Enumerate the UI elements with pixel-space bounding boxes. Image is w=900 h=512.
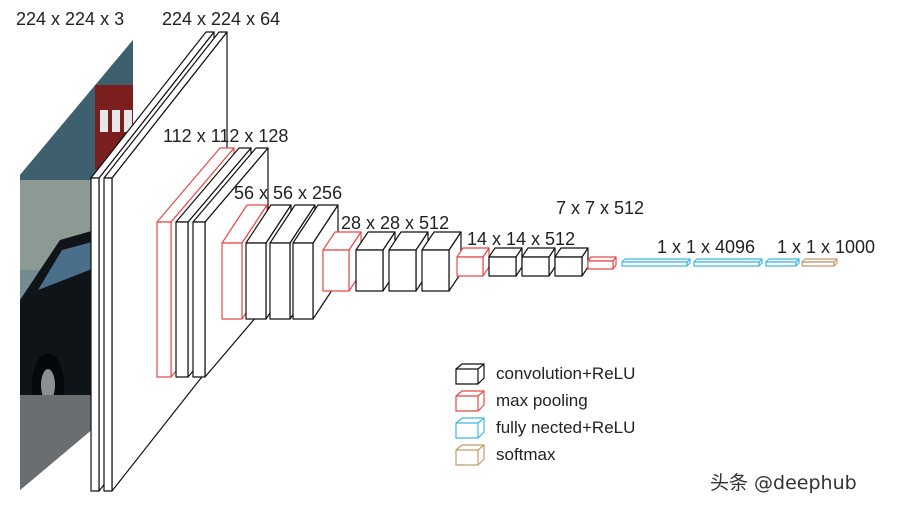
fc-legend-icon bbox=[455, 417, 485, 439]
conv1-size-label: 224 x 224 x 64 bbox=[162, 9, 281, 29]
softmax-size-label: 1 x 1 x 1000 bbox=[777, 237, 876, 257]
fc-size-label: 1 x 1 x 4096 bbox=[657, 237, 756, 257]
legend-softmax-label: softmax bbox=[496, 445, 556, 464]
layer-blocks bbox=[90, 31, 838, 492]
pool-legend-icon bbox=[455, 390, 485, 412]
conv4-size-label: 28 x 28 x 512 bbox=[341, 213, 450, 233]
legend-conv: convolution+ReLU bbox=[455, 362, 635, 386]
conv5-layer-c bbox=[554, 247, 589, 277]
legend-fc-label: fully nected+ReLU bbox=[496, 418, 636, 437]
softmax-layer bbox=[801, 258, 838, 267]
input-size-label: 224 x 224 x 3 bbox=[16, 9, 125, 29]
pool4-layer bbox=[456, 247, 490, 277]
conv5-size-label: 14 x 14 x 512 bbox=[467, 229, 576, 249]
watermark: 头条 @deephub bbox=[710, 472, 857, 494]
softmax-legend-icon bbox=[455, 444, 485, 466]
conv-legend-icon bbox=[455, 363, 485, 385]
pool5-size-label: 7 x 7 x 512 bbox=[556, 198, 645, 218]
conv5-layer-b bbox=[521, 247, 556, 277]
fc8-layer bbox=[765, 258, 800, 267]
legend-pool-label: max pooling bbox=[496, 391, 588, 410]
fc6-layer bbox=[621, 258, 691, 267]
legend-fc: fully nected+ReLU bbox=[455, 416, 635, 440]
conv3-size-label: 56 x 56 x 256 bbox=[234, 183, 343, 203]
fc7-layer bbox=[693, 258, 763, 267]
legend-conv-label: convolution+ReLU bbox=[496, 364, 636, 383]
pool5-layer bbox=[587, 256, 617, 270]
conv2-size-label: 112 x 112 x 128 bbox=[163, 126, 289, 146]
legend-pool: max pooling bbox=[455, 389, 588, 413]
legend-softmax: softmax bbox=[455, 443, 556, 467]
conv5-layer-a bbox=[488, 247, 523, 277]
conv4-layer-c bbox=[421, 231, 462, 292]
pool3-layer bbox=[322, 231, 362, 292]
